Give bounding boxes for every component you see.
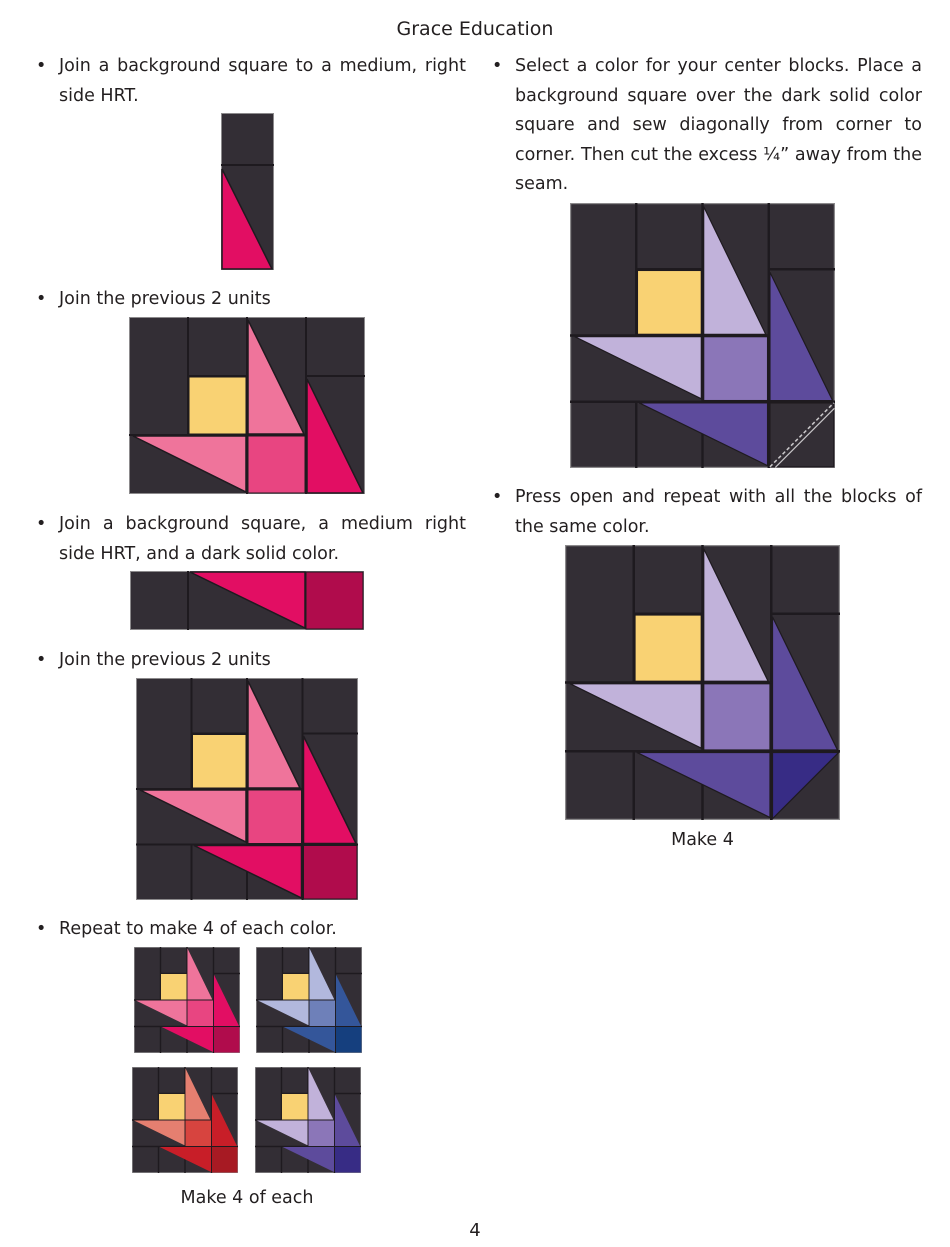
bullet-icon: • [36, 56, 47, 76]
figure-small-block-red [132, 1067, 238, 1173]
caption-make-4: Make 4 [671, 830, 734, 850]
step-1: • Join a background square to a medium, … [36, 52, 466, 111]
step-2-text: Join the previous 2 units [59, 289, 271, 309]
figure-small-block-pink [134, 947, 240, 1053]
bullet-icon: • [36, 289, 47, 309]
step-7-text: Press open and repeat with all the block… [515, 487, 922, 537]
page-header-title: Grace Education [396, 18, 554, 40]
figure-joined-units-pink [129, 317, 365, 494]
figure-small-block-blue [256, 947, 362, 1053]
bullet-icon: • [36, 650, 47, 670]
step-2: • Join the previous 2 units [36, 285, 466, 315]
step-4: • Join the previous 2 units [36, 646, 466, 676]
figure-block-with-seam-purple [570, 203, 835, 468]
figure-small-block-purple [255, 1067, 361, 1173]
bullet-icon: • [492, 487, 503, 507]
bullet-icon: • [36, 919, 47, 939]
caption-make-4-of-each: Make 4 of each [180, 1188, 314, 1208]
step-3: • Join a background square, a medium rig… [36, 510, 466, 569]
step-1-text: Join a background square to a medium, ri… [59, 56, 466, 106]
step-5-text: Repeat to make 4 of each color. [59, 919, 337, 939]
step-3-text: Join a background square, a medium right… [59, 514, 466, 564]
step-6: • Select a color for your center blocks.… [492, 52, 922, 200]
figure-finished-block-purple [565, 545, 840, 820]
bullet-icon: • [492, 56, 503, 76]
step-6-text: Select a color for your center blocks. P… [515, 56, 922, 194]
bullet-icon: • [36, 514, 47, 534]
page-number: 4 [469, 1220, 481, 1241]
figure-bottom-row-unit [130, 571, 364, 630]
step-7: • Press open and repeat with all the blo… [492, 483, 922, 542]
step-4-text: Join the previous 2 units [59, 650, 271, 670]
step-5: • Repeat to make 4 of each color. [36, 915, 466, 945]
figure-hrt-unit [221, 113, 274, 270]
figure-full-block-pink [136, 678, 358, 900]
